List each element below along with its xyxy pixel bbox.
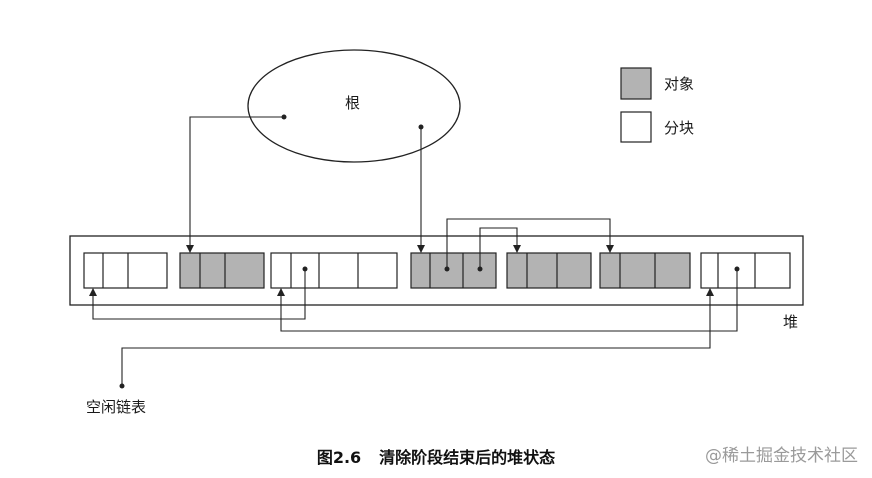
legend-object-label: 对象 [664, 75, 695, 93]
object-block-4 [599, 252, 691, 289]
legend-chunk-swatch [620, 111, 652, 143]
root-label: 根 [345, 94, 361, 112]
watermark: @稀土掘金技术社区 [705, 446, 858, 466]
free-list-link-1 [89, 266, 308, 320]
root-pointer-1 [186, 114, 287, 253]
figure-number: 图2.6 [316, 448, 362, 467]
free-chunk-3 [700, 252, 791, 289]
object-pointer-to-block-4 [444, 218, 614, 272]
object-block-3 [506, 252, 592, 289]
root-ellipse [247, 49, 461, 163]
heap-label: 堆 [783, 313, 799, 331]
figure-title: 清除阶段结束后的堆状态 [379, 448, 556, 467]
free-list-label: 空闲链表 [86, 398, 147, 416]
legend-object-swatch [620, 67, 652, 100]
object-pointer-to-block-3 [477, 227, 521, 272]
free-chunk-1 [83, 252, 168, 289]
figure-caption: 图2.6 清除阶段结束后的堆状态 [0, 444, 872, 468]
legend-chunk-label: 分块 [664, 119, 695, 137]
free-list-head-pointer [119, 288, 714, 389]
free-list-link-2 [277, 266, 740, 332]
root-pointer-2 [417, 124, 425, 253]
object-block-1 [179, 252, 265, 289]
free-chunk-2 [270, 252, 398, 289]
object-block-2 [410, 252, 497, 289]
